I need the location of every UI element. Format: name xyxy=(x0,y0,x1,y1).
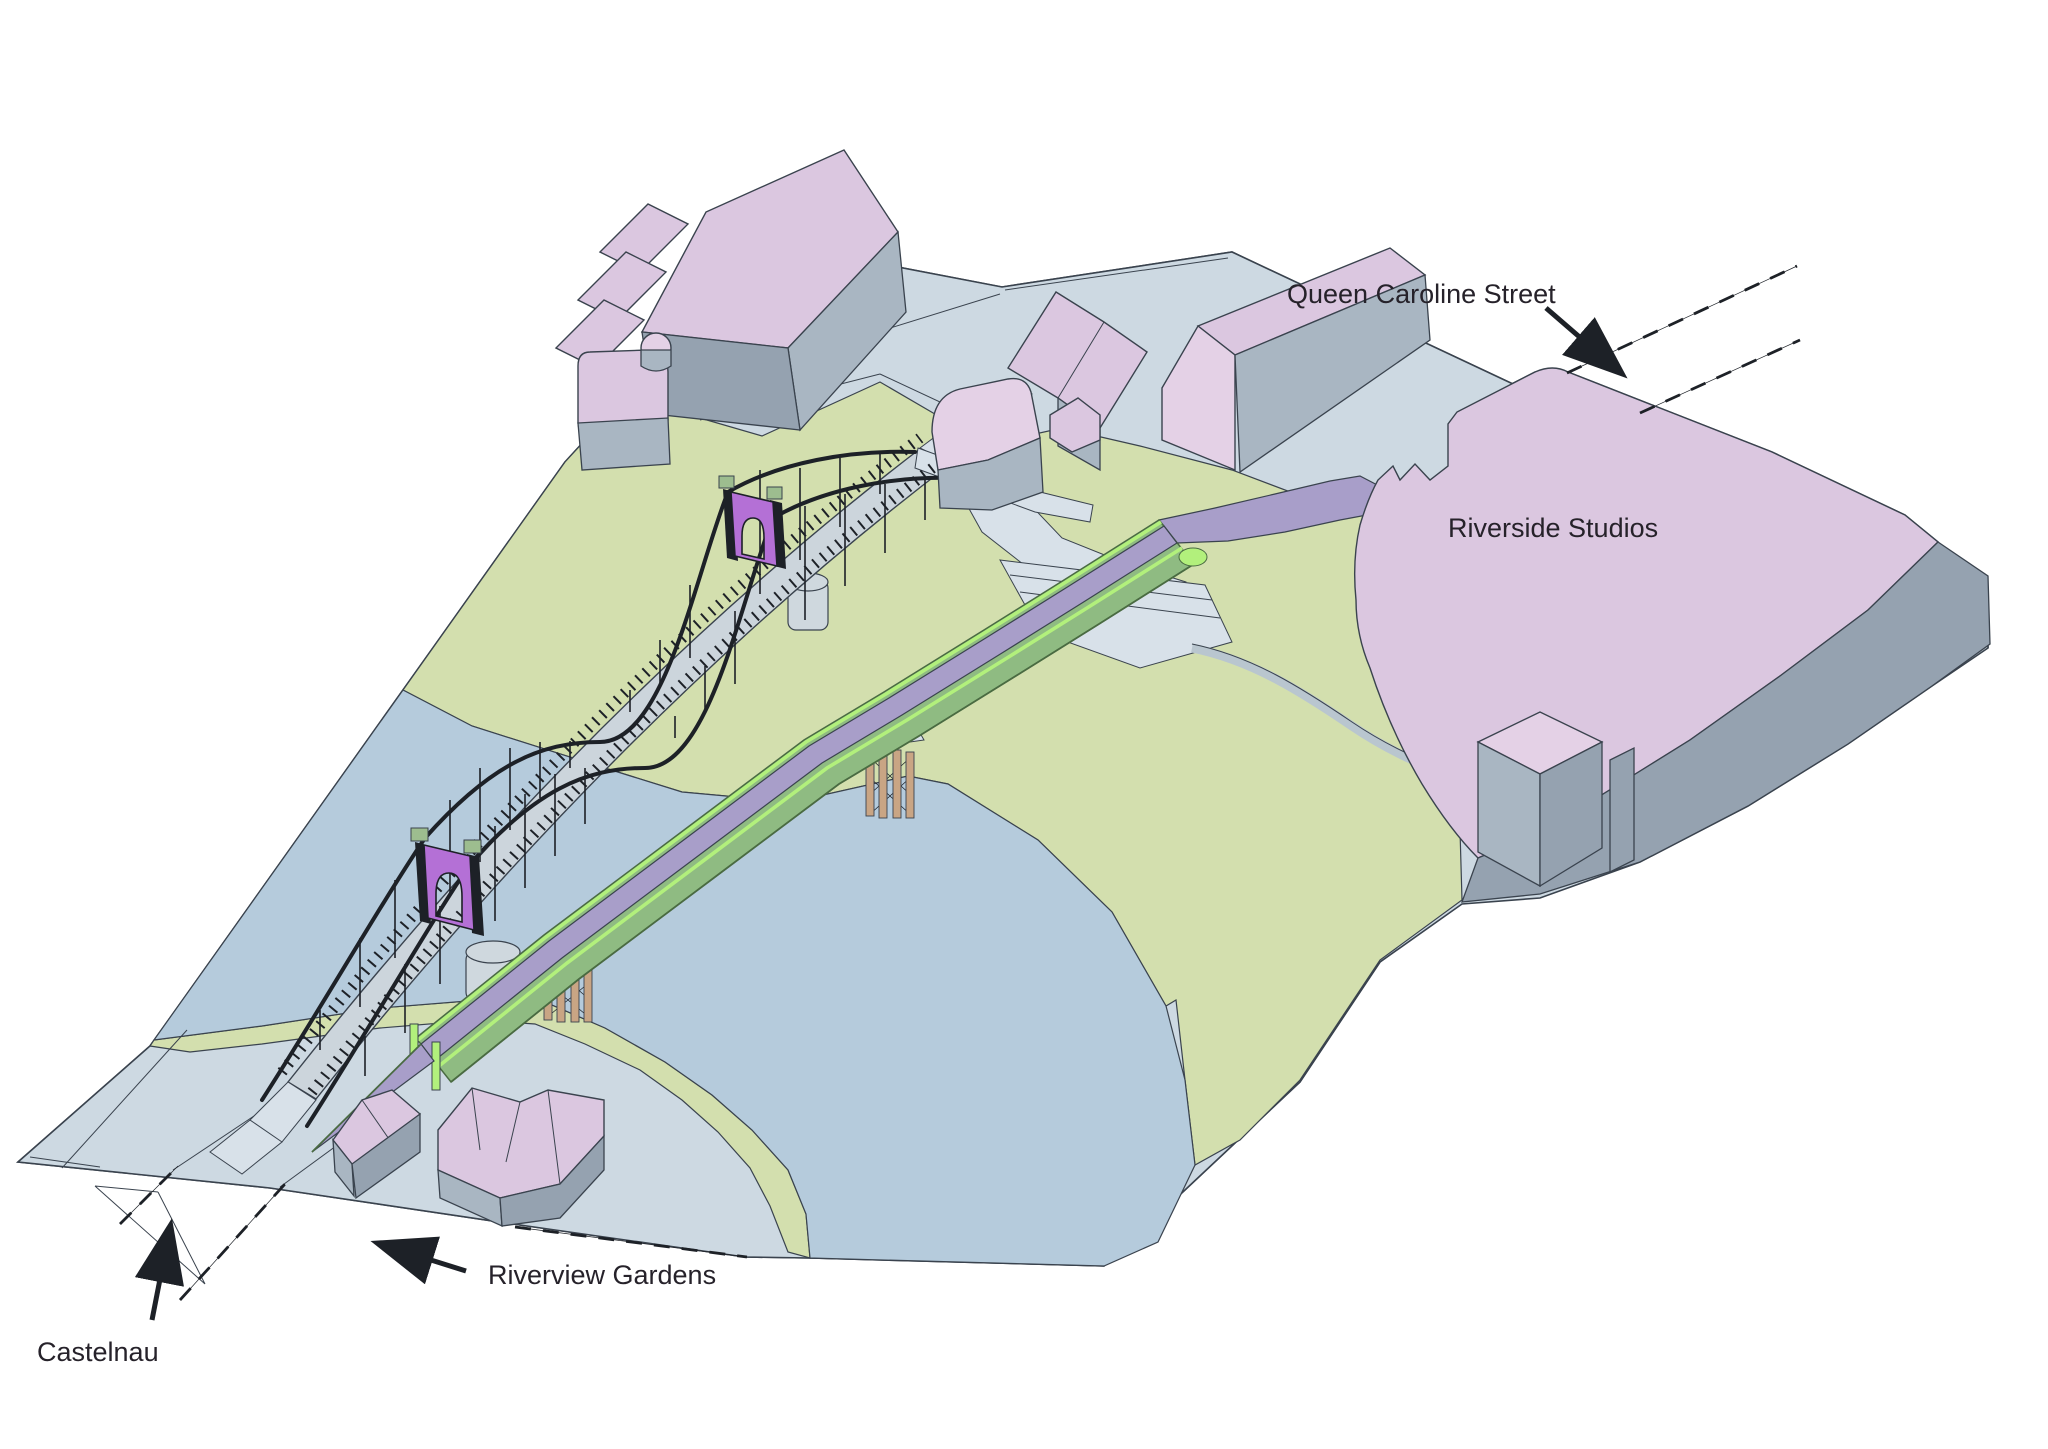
tower-cap xyxy=(766,486,783,500)
label-riverside-studios: Riverside Studios xyxy=(1448,513,1658,543)
bridge-roadway xyxy=(420,525,1178,1062)
castelnau-dash-west xyxy=(119,1165,179,1225)
south-tower xyxy=(410,827,484,936)
rounded-building-wall xyxy=(577,417,671,471)
rounded-front-building-wall xyxy=(937,437,1044,511)
building-cluster-north xyxy=(931,291,1148,511)
pier-leg xyxy=(905,751,915,819)
chain-west xyxy=(260,449,917,1102)
tower-portal xyxy=(423,843,475,932)
parapet-west xyxy=(416,520,1162,1042)
queen-caroline-arrow-icon xyxy=(1544,306,1628,379)
tower-cap xyxy=(718,475,735,489)
leader-arrows xyxy=(134,306,1628,1321)
girder-bottom-edge xyxy=(450,563,1195,1083)
map-labels: Queen Caroline Street Riverside Studios … xyxy=(37,279,1658,1367)
house-wall xyxy=(499,1134,605,1227)
building-long-northeast xyxy=(1161,247,1431,474)
south-abutment xyxy=(209,1081,317,1175)
chain-east xyxy=(305,475,957,1128)
tower-cap xyxy=(463,839,482,854)
hall-roof-folds xyxy=(1055,291,1105,399)
castelnau-arrow-icon xyxy=(134,1218,184,1321)
parapet-end-post xyxy=(431,1041,441,1091)
label-riverview-gardens: Riverview Gardens xyxy=(488,1260,716,1290)
riverview-arrow-icon xyxy=(370,1236,467,1285)
studios-slab xyxy=(1609,746,1635,874)
buildings xyxy=(332,149,1991,1228)
shrub xyxy=(1178,547,1208,567)
building-top-left-complex xyxy=(554,149,907,471)
label-castelnau: Castelnau xyxy=(37,1337,159,1367)
long-gable xyxy=(1161,324,1236,472)
long-east-wall xyxy=(1234,274,1431,474)
parapet-east xyxy=(437,546,1183,1068)
pier-leg xyxy=(892,749,902,819)
north-tower xyxy=(718,475,786,569)
houses-south xyxy=(332,1087,605,1228)
turret-wall xyxy=(640,349,672,372)
tower-portal xyxy=(730,490,778,568)
river-pier-south-top xyxy=(465,940,521,964)
rounded-front-building xyxy=(931,377,1041,471)
hangers-east xyxy=(364,478,926,1076)
small-annex xyxy=(1049,397,1101,453)
queen-caroline-dash-lower xyxy=(1639,338,1801,415)
house-wall xyxy=(351,1112,421,1200)
house-ridges xyxy=(471,1087,561,1185)
studios-annex-wall-east xyxy=(1539,740,1603,888)
riverside-studios-building xyxy=(1353,367,1991,903)
riverview-dash xyxy=(514,1225,748,1259)
tower-cap xyxy=(410,827,429,842)
pier-bracing xyxy=(867,755,913,817)
label-queen-caroline-street: Queen Caroline Street xyxy=(1287,279,1556,309)
house-wall xyxy=(332,1137,355,1199)
